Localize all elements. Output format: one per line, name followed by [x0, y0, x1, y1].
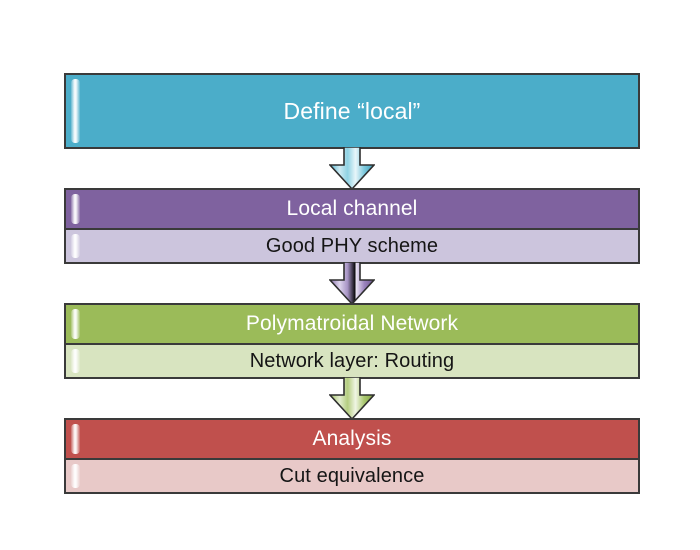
- arrow-poly-to-analysis-icon: [329, 377, 375, 421]
- flow-stage-analysis-body-label: Cut equivalence: [279, 464, 425, 487]
- flow-stage-local-channel-header-label: Local channel: [286, 197, 418, 220]
- flow-stage-analysis-body: Cut equivalence: [66, 458, 638, 492]
- flow-stage-analysis[interactable]: Analysis Cut equivalence: [64, 418, 640, 494]
- flow-stage-local-channel-body: Good PHY scheme: [66, 228, 638, 262]
- arrow-local-to-poly-icon: [329, 262, 375, 306]
- flow-stage-define[interactable]: Define “local”: [64, 73, 640, 149]
- arrow-define-to-local-icon: [329, 147, 375, 191]
- flow-stage-polymatroidal-network-header: Polymatroidal Network: [66, 305, 638, 343]
- flow-stage-define-header: Define “local”: [66, 75, 638, 147]
- flow-stage-local-channel[interactable]: Local channel Good PHY scheme: [64, 188, 640, 264]
- flow-stage-polymatroidal-network[interactable]: Polymatroidal Network Network layer: Rou…: [64, 303, 640, 379]
- flow-stage-analysis-header: Analysis: [66, 420, 638, 458]
- flow-stage-local-channel-header: Local channel: [66, 190, 638, 228]
- flow-stage-define-header-label: Define “local”: [283, 97, 421, 124]
- flow-stage-local-channel-body-label: Good PHY scheme: [265, 234, 439, 257]
- flow-stage-polymatroidal-network-body-label: Network layer: Routing: [249, 349, 455, 372]
- flow-stage-polymatroidal-network-header-label: Polymatroidal Network: [245, 312, 459, 335]
- flow-stage-analysis-header-label: Analysis: [312, 427, 392, 450]
- flow-stage-polymatroidal-network-body: Network layer: Routing: [66, 343, 638, 377]
